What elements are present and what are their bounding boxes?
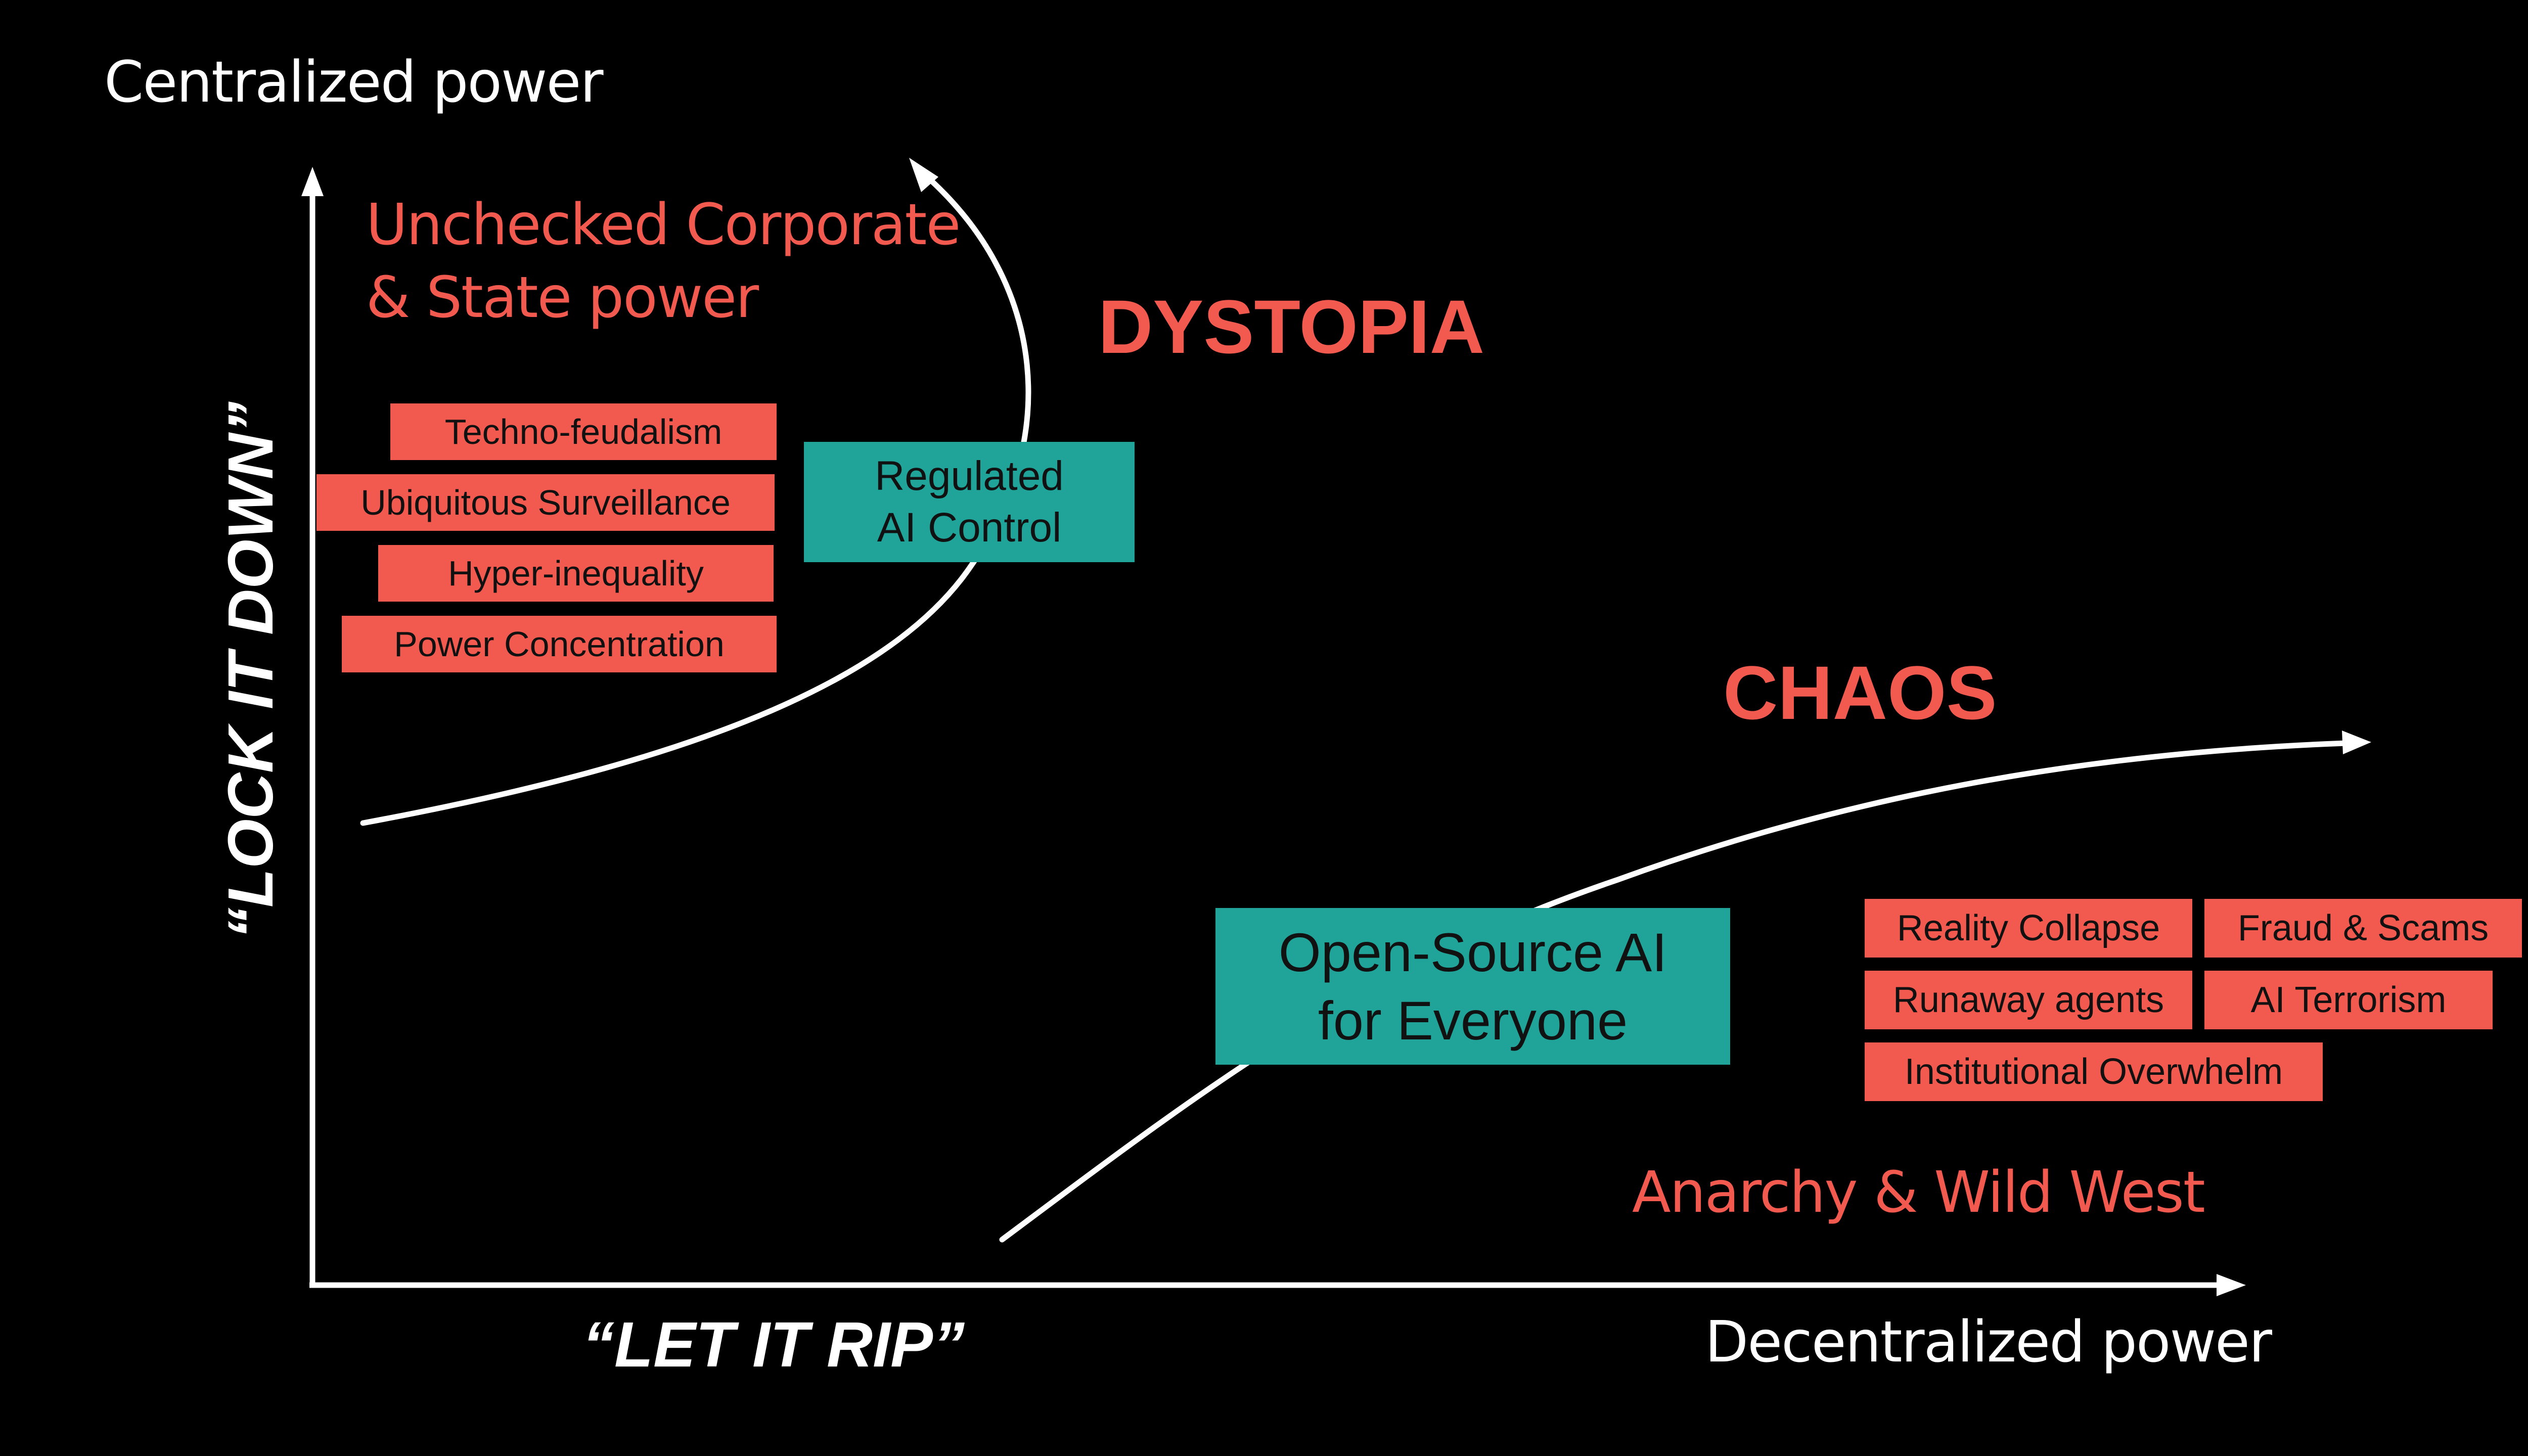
risk-ubiquitous-surveillance: Ubiquitous Surveillance [317, 474, 775, 531]
regulated-ai-control-line1: Regulated [875, 452, 1064, 499]
x-axis-title: Decentralized power [1705, 1309, 2272, 1375]
y-axis-title: Centralized power [104, 50, 603, 115]
open-source-ai-line2: for Everyone [1318, 990, 1628, 1051]
chaos-curve-arrowhead [2342, 731, 2371, 754]
dystopia-region-line1: Unchecked Corporate [366, 192, 961, 258]
x-axis-arrowhead [2217, 1274, 2246, 1296]
risk-reality-collapse: Reality Collapse [1865, 899, 2192, 958]
chaos-region-label: Anarchy & Wild West [1632, 1160, 2205, 1225]
risk-fraud-and-scams: Fraud & Scams [2204, 899, 2522, 958]
risk-techno-feudalism: Techno-feudalism [390, 403, 777, 460]
regulated-ai-control-box: Regulated AI Control [804, 442, 1135, 562]
y-axis-arrowhead [301, 167, 324, 196]
risk-institutional-overwhelm: Institutional Overwhelm [1865, 1042, 2323, 1101]
risk-hyper-inequality: Hyper-inequality [378, 545, 774, 602]
risk-ai-terrorism: AI Terrorism [2204, 971, 2493, 1029]
dystopia-region-line2: & State power [366, 265, 759, 331]
risk-power-concentration: Power Concentration [342, 616, 777, 672]
y-axis-slogan: “LOCK IT DOWN” [215, 401, 286, 939]
dystopia-curve [360, 168, 1031, 826]
chaos-heading: CHAOS [1723, 650, 1997, 735]
regulated-ai-control-line2: AI Control [877, 505, 1062, 551]
open-source-ai-line1: Open-Source AI [1278, 922, 1667, 983]
x-axis-slogan: “LET IT RIP” [582, 1309, 965, 1380]
chaos-curve [999, 740, 2349, 1243]
open-source-ai-box: Open-Source AI for Everyone [1215, 908, 1730, 1065]
risk-runaway-agents: Runaway agents [1865, 971, 2192, 1029]
dystopia-curve-arrowhead [909, 158, 938, 192]
dystopia-heading: DYSTOPIA [1098, 284, 1485, 369]
